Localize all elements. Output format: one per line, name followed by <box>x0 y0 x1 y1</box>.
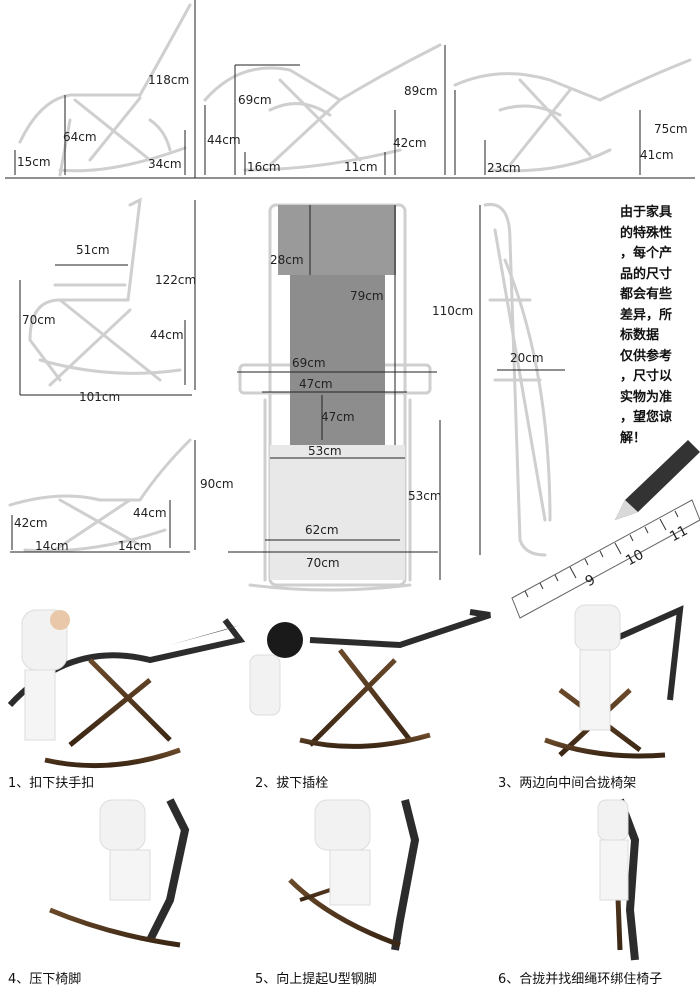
dimension-lines <box>5 0 695 580</box>
dim-label: 42cm <box>393 136 427 150</box>
step-caption-4: 4、压下椅脚 <box>8 972 82 987</box>
note-line: 仅供参考 <box>620 348 673 364</box>
chair-drawing-low <box>8 438 192 553</box>
note-line: 都会有些 <box>620 287 673 302</box>
dim-label: 51cm <box>76 243 110 257</box>
dim-label: 70cm <box>22 313 56 327</box>
step-caption-5: 5、向上提起U型钢脚 <box>255 972 377 987</box>
step-photo-3 <box>544 604 684 759</box>
dim-label: 14cm <box>35 539 69 553</box>
step-photo-1 <box>7 609 246 769</box>
step-photo-4 <box>49 798 190 948</box>
chair-drawing-folded <box>483 202 552 557</box>
step-photo-2 <box>249 609 491 749</box>
note-line: 实物为准 <box>620 389 673 405</box>
dim-label: 69cm <box>238 93 272 107</box>
dim-label: 28cm <box>270 253 304 267</box>
note-line: 的特殊性 <box>620 225 673 241</box>
dim-label: 53cm <box>308 444 342 458</box>
dim-label: 90cm <box>200 477 234 491</box>
dim-label: 34cm <box>148 157 182 171</box>
note-line: 标数据 <box>620 328 660 343</box>
step-caption-3: 3、两边向中间合拢椅架 <box>498 776 637 791</box>
dim-label: 75cm <box>654 122 688 136</box>
note-line: 差异，所 <box>620 307 673 323</box>
dim-label: 64cm <box>63 130 97 144</box>
note-line: 解！ <box>620 430 647 446</box>
note-line: 由于家具 <box>620 205 673 220</box>
chair-drawing-c <box>453 58 692 173</box>
dim-label: 122cm <box>155 273 197 287</box>
dim-label: 110cm <box>432 304 474 318</box>
dim-label: 41cm <box>640 148 674 162</box>
dim-label: 118cm <box>148 73 190 87</box>
dim-label: 89cm <box>404 84 438 98</box>
chair-drawing-side <box>28 197 182 387</box>
note-line: 品的尺寸 <box>620 266 673 282</box>
note-line: ，尺寸以 <box>620 369 673 384</box>
step-caption-6: 6、合拢并找细绳环绑住椅子 <box>498 972 663 987</box>
dim-label: 14cm <box>118 539 152 553</box>
dim-label: 70cm <box>306 556 340 570</box>
step-caption-2: 2、拔下插栓 <box>255 776 329 791</box>
dim-label: 69cm <box>292 356 326 370</box>
dim-label: 53cm <box>408 489 442 503</box>
dim-label: 62cm <box>305 523 339 537</box>
dim-label: 20cm <box>510 351 544 365</box>
note-line: ，望您谅 <box>620 410 673 425</box>
dim-label: 101cm <box>79 390 121 404</box>
dim-label: 42cm <box>14 516 48 530</box>
ruler-icon <box>511 499 700 619</box>
front-mesh <box>270 205 405 580</box>
dim-label: 79cm <box>350 289 384 303</box>
step-caption-1: 1、扣下扶手扣 <box>8 776 95 791</box>
step-photo-5 <box>288 799 420 951</box>
dim-label: 11cm <box>344 160 378 174</box>
dim-label: 44cm <box>133 506 167 520</box>
pencil-icon <box>615 440 700 520</box>
dim-label: 16cm <box>247 160 281 174</box>
dim-label: 44cm <box>150 328 184 342</box>
dim-label: 23cm <box>487 161 521 175</box>
dim-label: 47cm <box>321 410 355 424</box>
dim-label: 15cm <box>17 155 51 169</box>
note-line: ，每个产 <box>620 246 673 261</box>
disclaimer-note: 由于家具 的特殊性 ，每个产 品的尺寸 都会有些 差异，所 标数据 仅供参考 ，… <box>620 203 698 449</box>
dim-label: 44cm <box>207 133 241 147</box>
chair-drawing-b <box>203 43 442 172</box>
dim-label: 47cm <box>299 377 333 391</box>
step-photo-6 <box>597 798 640 961</box>
